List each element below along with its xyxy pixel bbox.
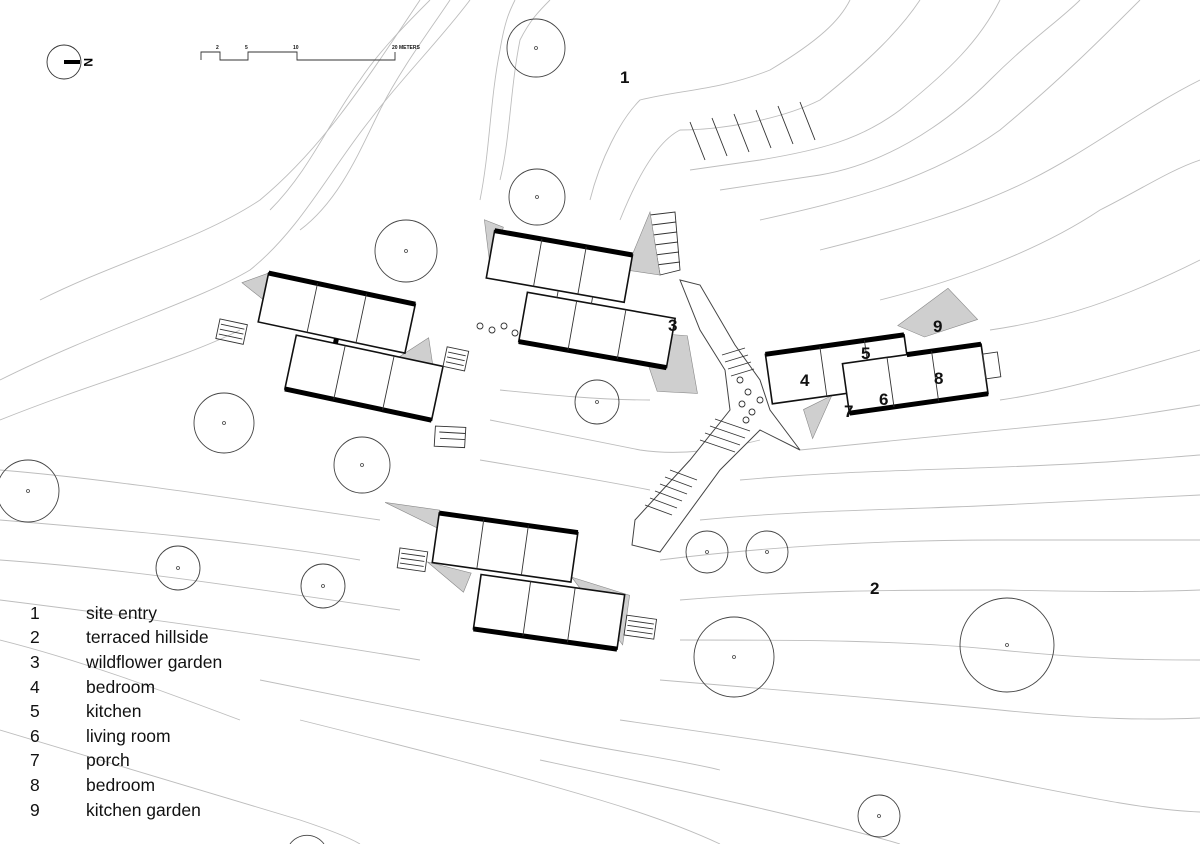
building-a xyxy=(215,270,470,449)
legend-number: 6 xyxy=(30,725,40,746)
building-c xyxy=(764,287,1002,440)
plan-labels: 1 2 3 4 5 6 7 8 9 xyxy=(620,68,943,598)
legend-number: 3 xyxy=(30,651,40,672)
legend-text: living room xyxy=(86,725,171,746)
legend-item: 7 porch xyxy=(30,749,330,774)
legend-number: 9 xyxy=(30,799,40,820)
trees xyxy=(0,18,1055,844)
plan-label-7: 7 xyxy=(844,402,853,421)
legend-item: 5 kitchen xyxy=(30,699,330,724)
legend: 1 site entry 2 terraced hillside 3 wildflow… xyxy=(30,601,330,822)
legend-item: 3 wildflower garden xyxy=(30,650,330,675)
legend-number: 8 xyxy=(30,774,40,795)
legend-item: 8 bedroom xyxy=(30,773,330,798)
plan-label-1: 1 xyxy=(620,68,629,87)
legend-number: 7 xyxy=(30,750,40,771)
scale-tick-20-meters: 20 METERS xyxy=(392,45,420,51)
legend-text: bedroom xyxy=(86,676,156,697)
legend-text: porch xyxy=(86,750,130,771)
plan-label-6: 6 xyxy=(879,390,888,409)
scale-tick-2: 2 xyxy=(216,45,219,51)
legend-item: 1 site entry xyxy=(30,601,330,626)
building-d xyxy=(385,502,658,652)
legend-number: 5 xyxy=(30,701,40,722)
plan-label-9: 9 xyxy=(933,317,942,336)
parking-stalls xyxy=(689,101,816,161)
plan-label-4: 4 xyxy=(800,371,810,390)
building-b xyxy=(484,219,698,394)
legend-item: 2 terraced hillside xyxy=(30,626,330,651)
scale-bar: 2 5 10 20 METERS xyxy=(200,45,420,61)
north-arrow-circle xyxy=(46,44,82,80)
plan-label-8: 8 xyxy=(934,369,943,388)
legend-number: 4 xyxy=(30,676,40,697)
legend-text: kitchen xyxy=(86,701,142,722)
plan-label-5: 5 xyxy=(861,344,870,363)
north-arrow-label: N xyxy=(81,58,95,67)
plan-label-3: 3 xyxy=(668,316,677,335)
legend-number: 2 xyxy=(30,627,40,648)
scale-tick-5: 5 xyxy=(245,45,248,51)
legend-text: kitchen garden xyxy=(86,799,201,820)
legend-item: 9 kitchen garden xyxy=(30,798,330,823)
legend-number: 1 xyxy=(30,602,40,623)
central-walkway xyxy=(476,210,801,553)
north-arrow: N xyxy=(46,44,95,80)
legend-text: terraced hillside xyxy=(86,627,209,648)
plan-label-2: 2 xyxy=(870,579,879,598)
legend-item: 6 living room xyxy=(30,724,330,749)
legend-text: wildflower garden xyxy=(86,651,223,672)
legend-item: 4 bedroom xyxy=(30,675,330,700)
scale-tick-10: 10 xyxy=(293,45,299,51)
legend-text: bedroom xyxy=(86,774,156,795)
legend-text: site entry xyxy=(86,602,157,623)
